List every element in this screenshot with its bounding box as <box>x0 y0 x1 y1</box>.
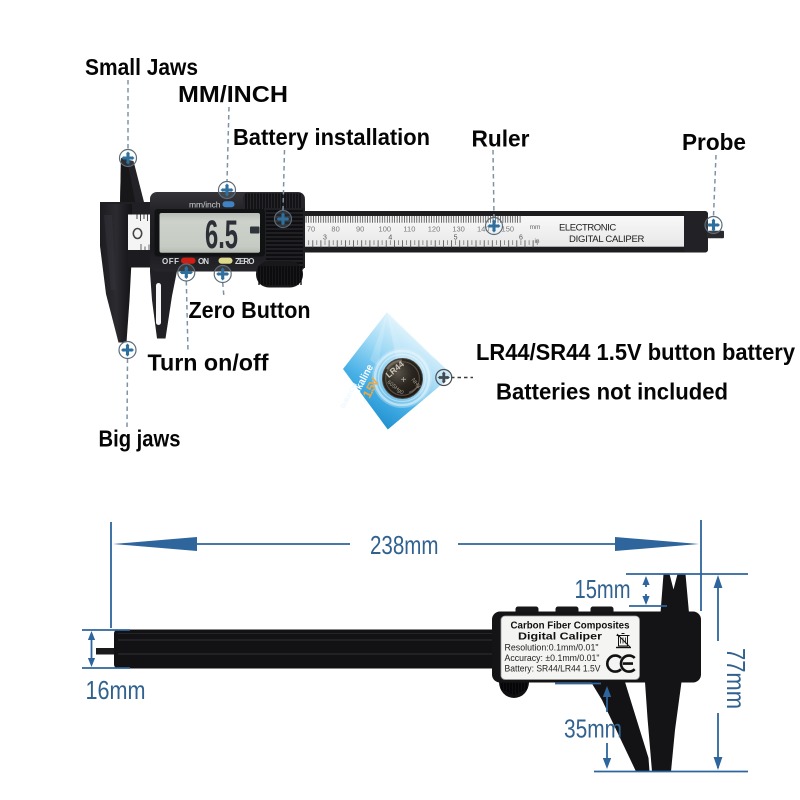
svg-text:140: 140 <box>477 225 490 234</box>
svg-text:+: + <box>401 375 407 386</box>
svg-text:Digital Caliper: Digital Caliper <box>518 631 602 643</box>
svg-text:OFF: OFF <box>162 257 179 266</box>
svg-text:Battery: SR44/LR44 1.5V: Battery: SR44/LR44 1.5V <box>505 664 601 674</box>
svg-text:4: 4 <box>388 235 392 242</box>
svg-text:15mm: 15mm <box>575 574 631 604</box>
svg-text:238mm: 238mm <box>370 530 439 560</box>
svg-text:Ruler: Ruler <box>472 126 530 152</box>
svg-text:Carbon Fiber Composites: Carbon Fiber Composites <box>511 620 630 632</box>
svg-text:in: in <box>534 238 539 245</box>
svg-text:110: 110 <box>403 225 415 234</box>
svg-text:Resolution:0.1mm/0.01": Resolution:0.1mm/0.01" <box>505 643 599 653</box>
svg-text:6.5: 6.5 <box>205 213 238 257</box>
svg-text:Probe: Probe <box>682 129 746 155</box>
svg-text:70: 70 <box>307 225 315 234</box>
svg-text:Accuracy: ±0.1mm/0.01": Accuracy: ±0.1mm/0.01" <box>505 653 600 663</box>
svg-text:90: 90 <box>356 225 364 234</box>
svg-text:130: 130 <box>452 225 465 234</box>
svg-text:Small Jaws: Small Jaws <box>85 54 198 80</box>
svg-text:80: 80 <box>331 225 339 234</box>
svg-text:mm/inch: mm/inch <box>189 200 221 210</box>
svg-text:mm: mm <box>530 224 541 231</box>
svg-text:NH3: NH3 <box>410 377 422 389</box>
svg-text:ON: ON <box>198 257 209 266</box>
svg-text:Big jaws: Big jaws <box>99 426 181 452</box>
svg-text:5: 5 <box>454 235 458 242</box>
svg-text:120: 120 <box>428 225 441 234</box>
svg-text:Batteries not included: Batteries not included <box>496 379 728 405</box>
svg-text:LR44/SR44 1.5V button battery: LR44/SR44 1.5V button battery <box>476 339 795 365</box>
svg-text:77mm: 77mm <box>721 648 751 709</box>
svg-text:DIGITAL CALIPER: DIGITAL CALIPER <box>569 234 645 245</box>
svg-text:Zero Button: Zero Button <box>189 297 311 323</box>
svg-text:ZERO: ZERO <box>235 257 255 266</box>
svg-text:35mm: 35mm <box>564 714 622 744</box>
svg-text:150: 150 <box>502 225 515 234</box>
svg-text:3: 3 <box>323 235 327 242</box>
svg-text:16mm: 16mm <box>86 675 146 705</box>
svg-text:Turn on/off: Turn on/off <box>148 350 269 376</box>
svg-text:MM/INCH: MM/INCH <box>178 81 288 107</box>
svg-text:100: 100 <box>379 225 392 234</box>
svg-text:Battery installation: Battery installation <box>233 124 430 150</box>
svg-text:ELECTRONIC: ELECTRONIC <box>559 223 617 234</box>
svg-text:6: 6 <box>519 235 523 242</box>
